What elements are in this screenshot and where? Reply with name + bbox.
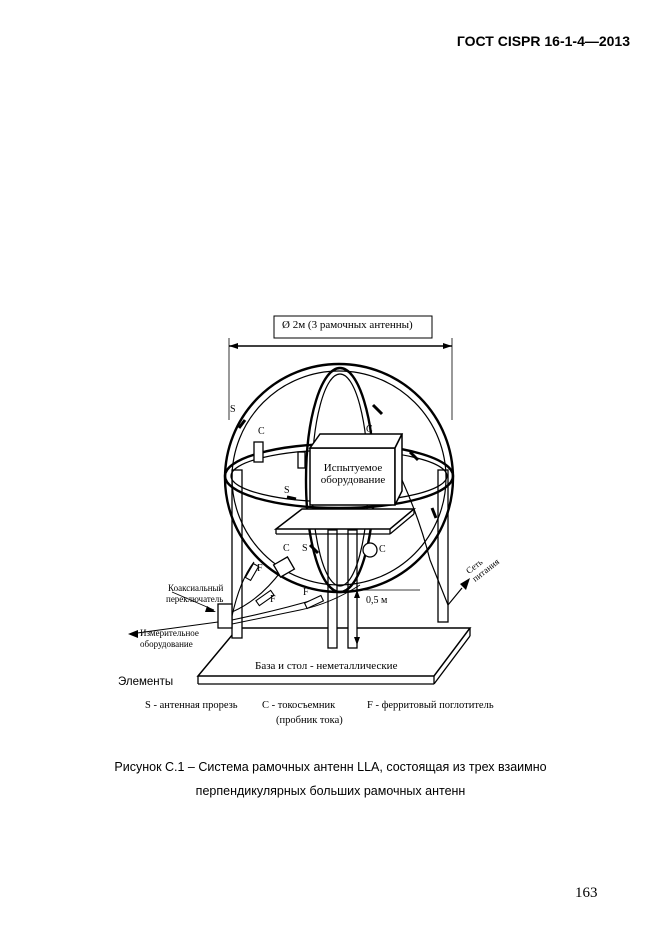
diameter-label: Ø 2м (3 рамочных антенны) — [282, 319, 413, 331]
coax-switch-label: Коаксиальный переключатель — [166, 583, 223, 605]
standard-header: ГОСТ CISPR 16-1-4—2013 — [456, 33, 630, 49]
elements-label: Элементы — [118, 676, 174, 688]
probe-label-3: C — [283, 543, 290, 554]
ferrite-label-3: F — [303, 587, 309, 598]
height-label: 0,5 м — [366, 595, 388, 606]
coax-switch-line2: переключатель — [166, 594, 224, 604]
eut-label: Испытуемое оборудование — [313, 462, 393, 486]
slot-label-2: S — [284, 485, 290, 496]
figure-caption-line2: перпендикулярных больших рамочных антенн — [195, 784, 466, 798]
legend-c: C - токосъемник — [262, 700, 336, 711]
measuring-equipment-label: Измерительное оборудование — [140, 628, 199, 650]
diameter-label-box — [273, 315, 433, 339]
slot-label-3: S — [302, 543, 308, 554]
legend-f: F - ферритовый поглотитель — [367, 700, 494, 711]
legend-c-sub: (пробник тока) — [276, 715, 343, 726]
coax-switch-box — [217, 603, 233, 629]
eut-label-line1: Испытуемое — [323, 462, 383, 474]
probe-label-2: C — [366, 424, 373, 435]
measuring-equipment-line2: оборудование — [140, 639, 193, 649]
probe-label-4: C — [379, 544, 386, 555]
eut-label-line2: оборудование — [320, 474, 386, 486]
measuring-equipment-line1: Измерительное — [140, 628, 199, 638]
base-label: База и стол - неметаллические — [255, 660, 398, 672]
coax-switch-line1: Коаксиальный — [168, 583, 224, 593]
legend-s: S - антенная прорезь — [145, 700, 238, 711]
figure-caption-line1: Рисунок С.1 – Система рамочных антенн LL… — [114, 760, 547, 774]
ferrite-label-2: F — [270, 594, 276, 605]
ferrite-label-1: F — [257, 563, 263, 574]
page-number: 163 — [575, 885, 598, 901]
probe-label-1: C — [258, 426, 265, 437]
slot-label-1: S — [230, 404, 236, 415]
